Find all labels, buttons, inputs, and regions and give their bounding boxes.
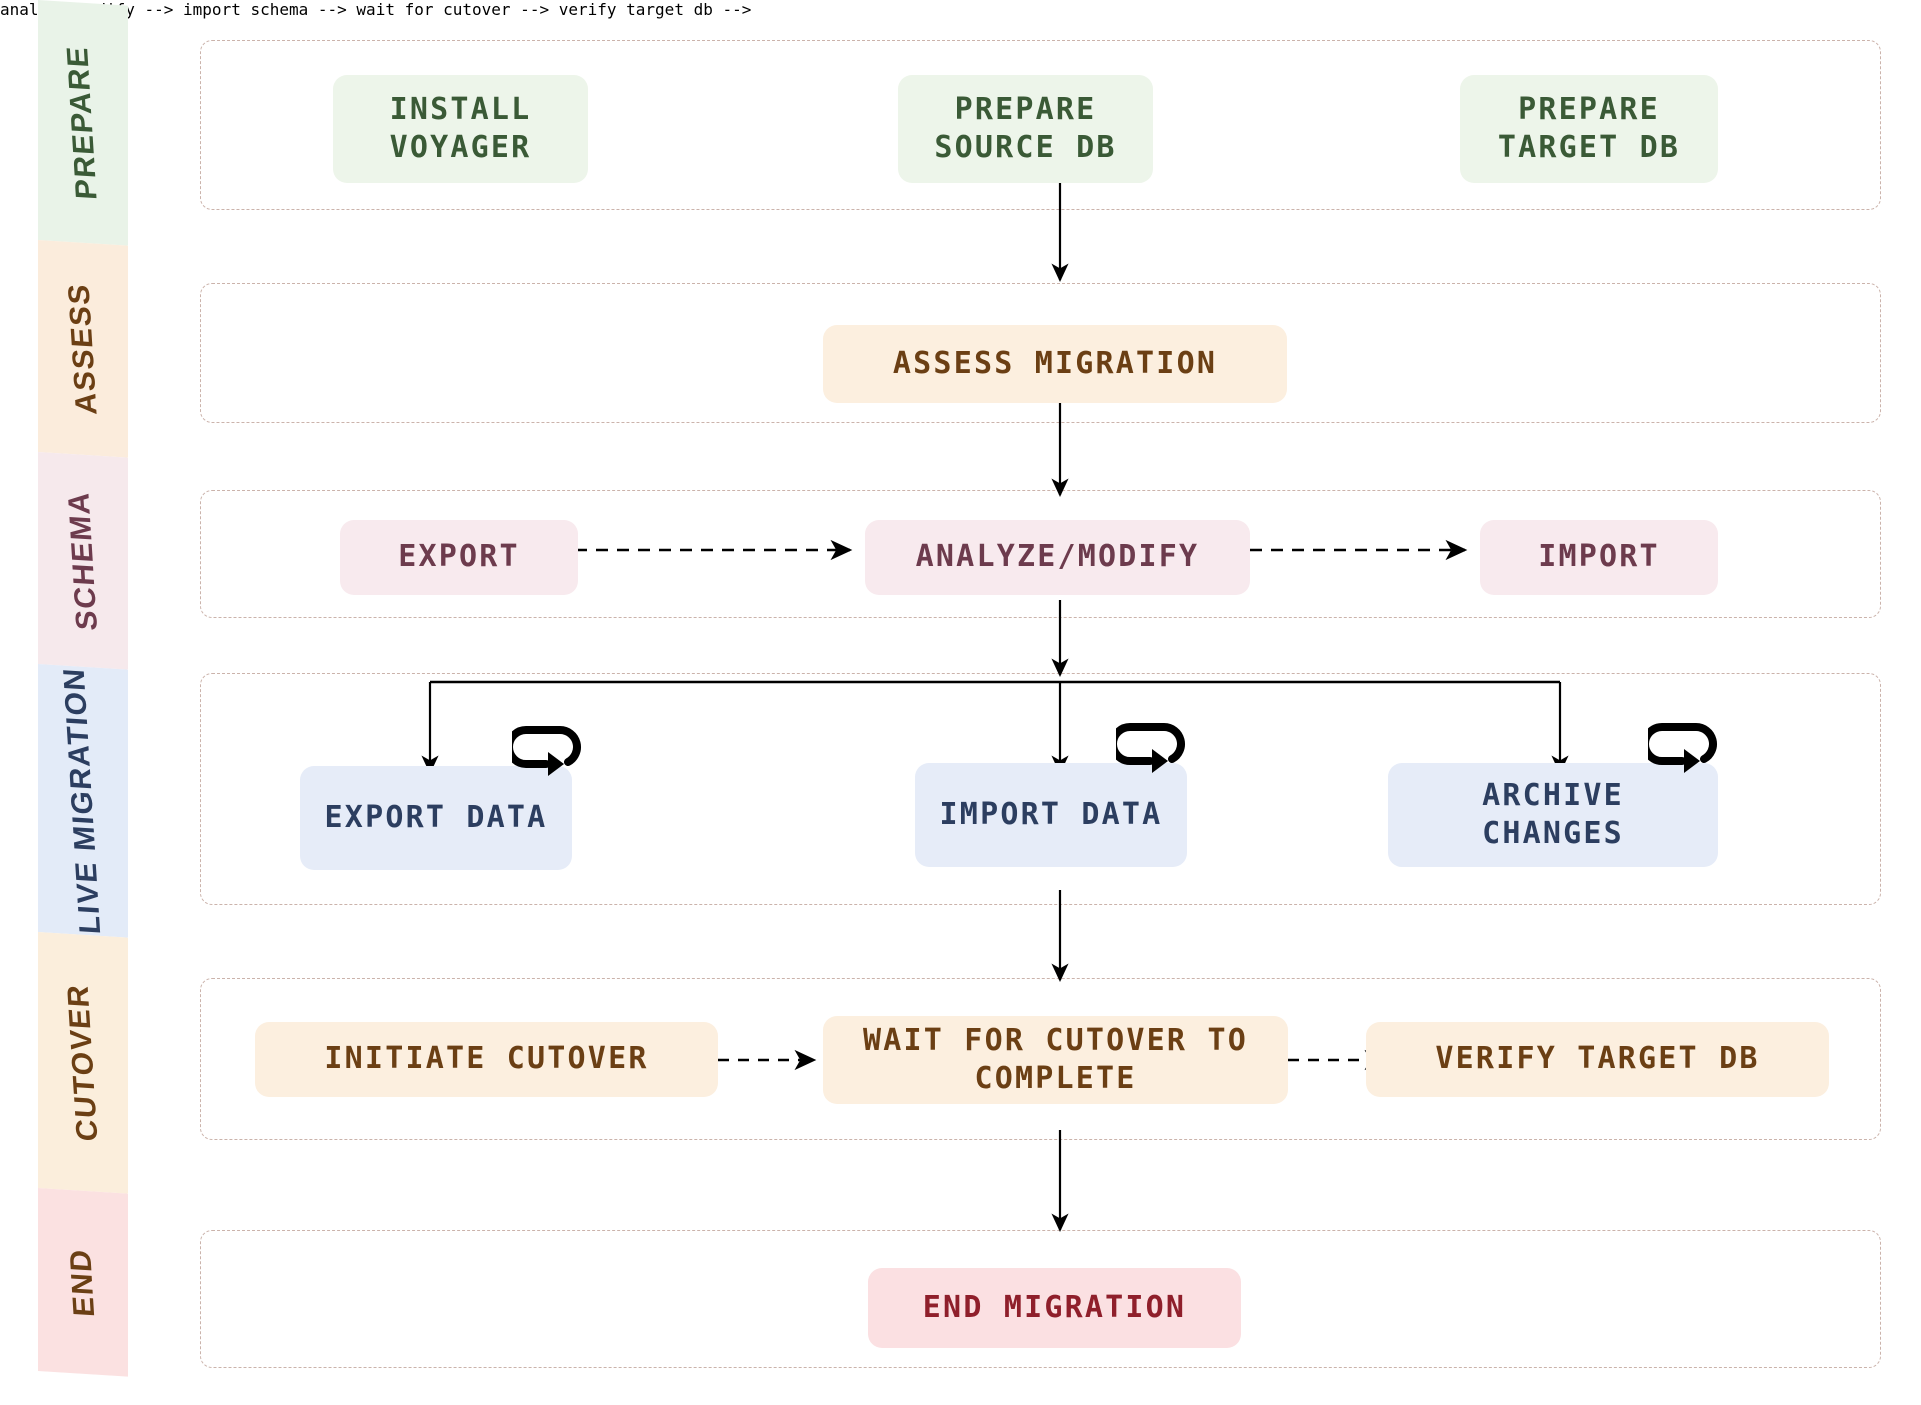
node-install-voyager[interactable]: INSTALL VOYAGER bbox=[333, 75, 588, 183]
edge-branch-to-live-migration-tasks bbox=[400, 680, 1590, 790]
node-prepare-target-db[interactable]: PREPARE TARGET DB bbox=[1460, 75, 1718, 183]
phase-label-cutover: CUTOVER bbox=[61, 983, 105, 1143]
node-import-schema[interactable]: IMPORT bbox=[1480, 520, 1718, 595]
loop-repeat-icon-archive-changes bbox=[1648, 715, 1720, 777]
node-end-migration[interactable]: END MIGRATION bbox=[868, 1268, 1241, 1348]
phase-band-end: END bbox=[38, 1188, 128, 1377]
lane-prepare bbox=[200, 40, 1881, 210]
node-archive-changes[interactable]: ARCHIVE CHANGES bbox=[1388, 763, 1718, 867]
edge-assess-to-analyze bbox=[1030, 400, 1090, 505]
node-assess-migration[interactable]: ASSESS MIGRATION bbox=[823, 325, 1287, 403]
phase-label-live-migration: LIVE MIGRATION bbox=[57, 666, 108, 936]
edge-initiate-to-wait-cutover bbox=[718, 1035, 828, 1085]
phase-label-assess: ASSESS bbox=[62, 282, 104, 416]
lane-live-migration bbox=[200, 673, 1881, 905]
loop-repeat-icon-import-data bbox=[1116, 715, 1188, 777]
phase-band-prepare: PREPARE bbox=[38, 0, 128, 246]
lane-schema bbox=[200, 490, 1881, 618]
node-export-data[interactable]: EXPORT DATA bbox=[300, 766, 572, 870]
lane-cutover bbox=[200, 978, 1881, 1140]
node-export-schema[interactable]: EXPORT bbox=[340, 520, 578, 595]
edge-analyze-to-import-schema bbox=[1250, 525, 1480, 575]
edge-export-schema-to-analyze bbox=[575, 525, 865, 575]
phase-label-end: END bbox=[64, 1247, 102, 1318]
phase-band-schema: SCHEMA bbox=[38, 452, 128, 670]
loop-repeat-icon-export-data bbox=[512, 718, 584, 780]
node-analyze-modify[interactable]: ANALYZE/MODIFY bbox=[865, 520, 1250, 595]
edge-cutover-to-end bbox=[1030, 1130, 1090, 1240]
edge-analyze-to-live-migration-trunk bbox=[1030, 600, 1090, 685]
phase-band-cutover: CUTOVER bbox=[38, 932, 128, 1194]
node-import-data[interactable]: IMPORT DATA bbox=[915, 763, 1187, 867]
edge-import-data-to-cutover bbox=[1030, 890, 1090, 990]
edge-prepare-source-to-assess bbox=[1030, 180, 1090, 290]
node-initiate-cutover[interactable]: INITIATE CUTOVER bbox=[255, 1022, 718, 1097]
phase-band-assess: ASSESS bbox=[38, 240, 128, 458]
node-prepare-source-db[interactable]: PREPARE SOURCE DB bbox=[898, 75, 1153, 183]
phase-band-live-migration: LIVE MIGRATION bbox=[38, 664, 128, 938]
phase-label-prepare: PREPARE bbox=[61, 44, 105, 201]
lane-end bbox=[200, 1230, 1881, 1368]
node-verify-target-db[interactable]: VERIFY TARGET DB bbox=[1366, 1022, 1829, 1097]
phase-label-schema: SCHEMA bbox=[61, 489, 104, 632]
phase-rail: PREPARE ASSESS SCHEMA LIVE MIGRATION CUT… bbox=[38, 0, 128, 1377]
node-wait-for-cutover[interactable]: WAIT FOR CUTOVER TO COMPLETE bbox=[823, 1016, 1288, 1104]
lane-assess bbox=[200, 283, 1881, 423]
